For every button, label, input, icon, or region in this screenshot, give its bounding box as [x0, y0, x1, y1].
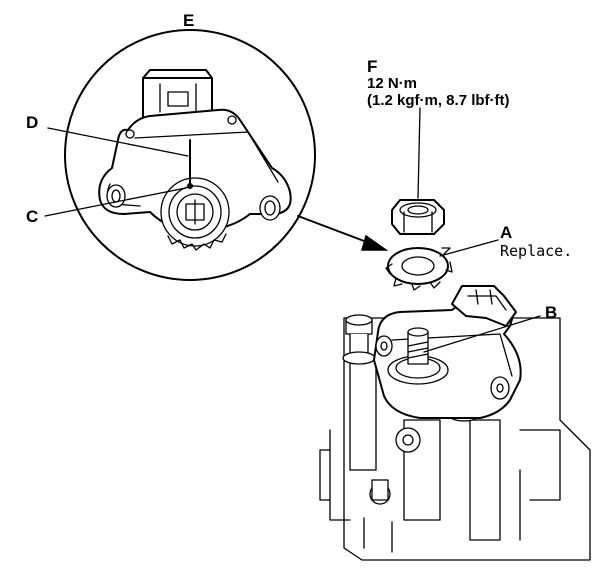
sensor-body [98, 108, 292, 251]
detail-arrow [297, 215, 389, 251]
torque-spec-line2: (1.2 kgf·m, 8.7 lbf·ft) [367, 92, 510, 109]
label-f: F [367, 57, 377, 76]
label-b: B [545, 303, 557, 322]
label-e: E [183, 11, 194, 30]
torque-spec-line1: 12 N·m [367, 75, 417, 92]
detail-view-e [44, 29, 316, 281]
lock-washer [385, 239, 499, 291]
transmission-housing [319, 285, 591, 561]
lock-nut [391, 107, 445, 235]
label-a-note: Replace. [500, 242, 572, 260]
label-c: C [26, 207, 38, 226]
label-a: A [500, 223, 512, 242]
label-d: D [26, 113, 38, 132]
